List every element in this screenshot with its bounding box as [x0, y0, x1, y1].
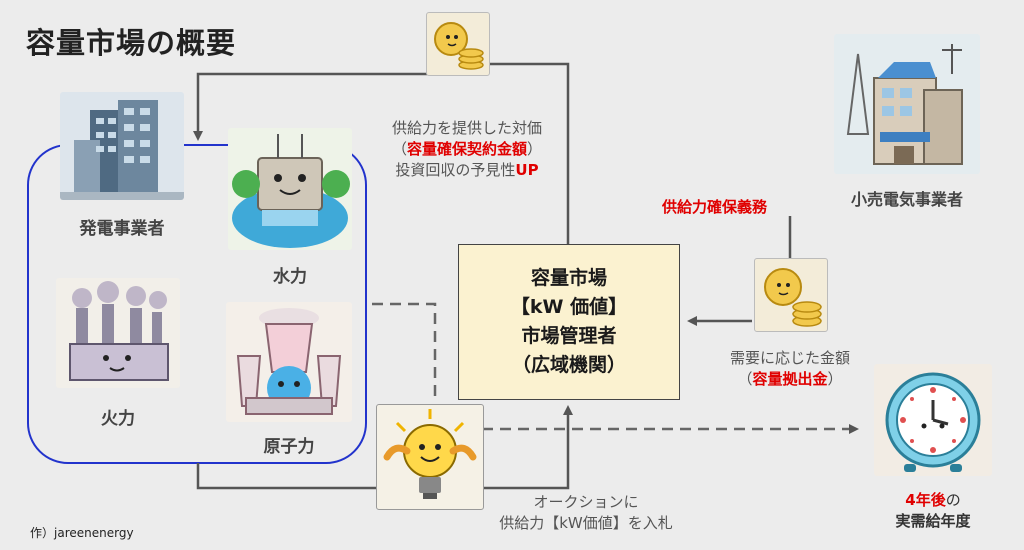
lightbulb-mascot-icon [376, 404, 484, 510]
payment-note: 供給力を提供した対価 （容量確保契約金額） 投資回収の予見性UP [362, 118, 572, 181]
thermal-plant-icon [56, 278, 180, 388]
payment-note-line1: 供給力を提供した対価 [391, 119, 542, 137]
thermal-label: 火力 [101, 409, 135, 429]
four-years-text: 4年後 [905, 491, 946, 509]
paren-close: ） [527, 140, 543, 158]
bid-note-line1: オークションに [533, 493, 639, 511]
payment-note-line3: 投資回収の予見性UP [362, 160, 572, 181]
contribution-note: 需要に応じた金額 （容量拠出金） [704, 348, 876, 390]
paren-open: （ [391, 140, 407, 158]
delivery-note-line2: 実需給年度 [895, 512, 971, 530]
contract-amount-text: 容量確保契約金額 [406, 140, 527, 158]
coin-stack-icon-contribution [754, 258, 828, 332]
bid-note: オークションに 供給力【kW価値】を入札 [486, 492, 686, 534]
clock-icon [874, 364, 992, 476]
no-particle: の [945, 491, 961, 509]
paren-open-2: （ [737, 370, 753, 388]
delivery-note-line1: 4年後の [868, 490, 998, 511]
bid-note-line2: 供給力【kW価値】を入札 [499, 514, 673, 532]
nuclear-plant-icon [226, 302, 352, 422]
payment-line-right [482, 62, 570, 244]
credit-text: 作）jareenenergy [30, 526, 134, 540]
predictability-text: 投資回収の予見性 [395, 161, 516, 179]
payment-note-line2: （容量確保契約金額） [362, 139, 572, 160]
capacity-market-box: 容量市場 【kW 価値】 市場管理者 （広域機関） [458, 244, 680, 400]
retail-company-icon [834, 34, 980, 174]
delivery-note: 4年後の 実需給年度 [868, 490, 998, 532]
hydro-label: 水力 [273, 267, 307, 287]
coin-stack-icon [426, 12, 490, 76]
hydro-dam-icon [228, 128, 352, 250]
up-text: UP [515, 161, 539, 179]
market-line3: 市場管理者 [521, 325, 617, 347]
market-line1: 容量市場 [530, 267, 607, 289]
dashed-supply-line [372, 302, 437, 402]
contribution-note-line1: 需要に応じた金額 [729, 349, 850, 367]
market-line2: 【kW 価値】 [510, 296, 628, 318]
bid-line-left [196, 463, 376, 490]
payment-arrow [193, 72, 428, 141]
nuclear-label: 原子力 [263, 437, 315, 457]
market-line4: （広域機関） [511, 354, 626, 376]
page-title: 容量市場の概要 [26, 26, 237, 60]
paren-close-2: ） [827, 370, 843, 388]
retailer-label: 小売電気事業者 [850, 190, 963, 209]
obligation-text: 供給力確保義務 [662, 198, 768, 216]
office-building-icon [60, 92, 184, 200]
bid-arrow [482, 405, 573, 490]
capacity-contribution-text: 容量拠出金 [752, 370, 828, 388]
contribution-note-line2: （容量拠出金） [704, 369, 876, 390]
generator-label: 発電事業者 [79, 219, 165, 239]
